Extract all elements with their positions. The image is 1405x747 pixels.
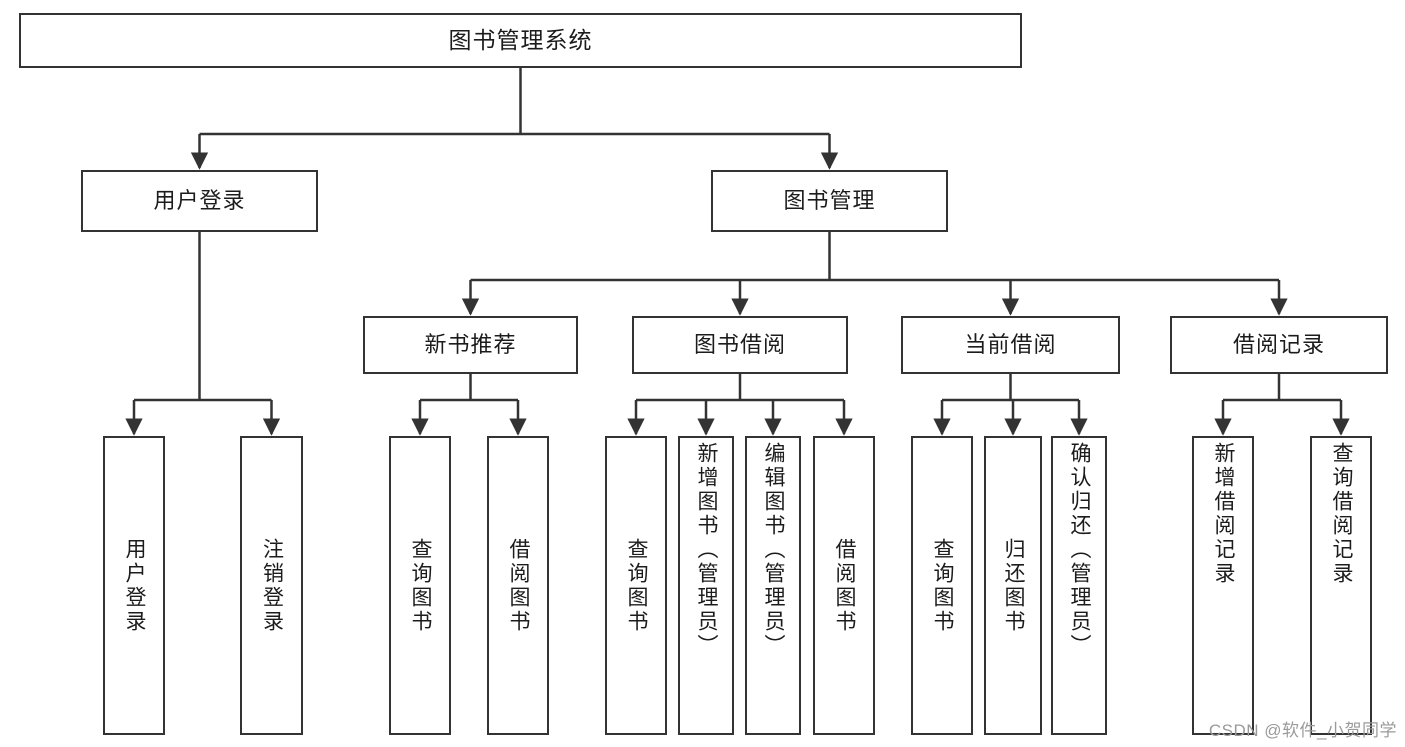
node-label: 新书推荐 bbox=[424, 332, 517, 358]
leaf-confirm-return[interactable]: 确认归还（管理员） bbox=[1051, 436, 1107, 735]
node-label: 当前借阅 bbox=[964, 332, 1057, 358]
node-label: 查询图书 bbox=[409, 537, 433, 634]
node-label: 编辑图书（管理员） bbox=[762, 442, 786, 658]
node-book-management[interactable]: 图书管理 bbox=[711, 170, 948, 232]
node-label: 新增借阅记录 bbox=[1212, 442, 1236, 586]
node-label: 图书管理系统 bbox=[448, 26, 593, 53]
node-label: 借阅图书 bbox=[507, 537, 531, 634]
node-label: 借阅图书 bbox=[833, 537, 857, 634]
node-label: 图书借阅 bbox=[693, 332, 786, 358]
node-label: 确认归还（管理员） bbox=[1068, 442, 1092, 658]
node-label: 注销登录 bbox=[260, 537, 284, 634]
node-new-book-recommend[interactable]: 新书推荐 bbox=[363, 316, 578, 374]
leaf-query-record[interactable]: 查询借阅记录 bbox=[1310, 436, 1372, 735]
node-book-borrow[interactable]: 图书借阅 bbox=[632, 316, 848, 374]
leaf-add-record[interactable]: 新增借阅记录 bbox=[1192, 436, 1254, 735]
leaf-add-book[interactable]: 新增图书（管理员） bbox=[678, 436, 734, 735]
node-label: 归还图书 bbox=[1002, 537, 1026, 634]
node-current-borrow[interactable]: 当前借阅 bbox=[901, 316, 1120, 374]
node-label: 借阅记录 bbox=[1232, 332, 1325, 358]
leaf-borrow-book-1[interactable]: 借阅图书 bbox=[487, 436, 549, 735]
leaf-borrow-book-2[interactable]: 借阅图书 bbox=[813, 436, 875, 735]
node-label: 图书管理 bbox=[783, 188, 876, 214]
leaf-logout[interactable]: 注销登录 bbox=[240, 436, 303, 735]
leaf-user-login[interactable]: 用户登录 bbox=[103, 436, 165, 735]
leaf-query-book-1[interactable]: 查询图书 bbox=[389, 436, 451, 735]
watermark: CSDN @软件_小贺同学 bbox=[1208, 721, 1397, 740]
leaf-edit-book[interactable]: 编辑图书（管理员） bbox=[745, 436, 801, 735]
node-label: 用户登录 bbox=[123, 537, 147, 634]
leaf-query-book-3[interactable]: 查询图书 bbox=[911, 436, 973, 735]
node-borrow-record[interactable]: 借阅记录 bbox=[1170, 316, 1388, 374]
node-label: 新增图书（管理员） bbox=[695, 442, 719, 658]
node-user-login[interactable]: 用户登录 bbox=[81, 170, 318, 232]
node-root-system[interactable]: 图书管理系统 bbox=[19, 13, 1022, 68]
node-label: 查询借阅记录 bbox=[1330, 442, 1354, 586]
node-label: 用户登录 bbox=[153, 188, 246, 214]
leaf-query-book-2[interactable]: 查询图书 bbox=[605, 436, 667, 735]
node-label: 查询图书 bbox=[931, 537, 955, 634]
node-label: 查询图书 bbox=[625, 537, 649, 634]
leaf-return-book[interactable]: 归还图书 bbox=[984, 436, 1042, 735]
